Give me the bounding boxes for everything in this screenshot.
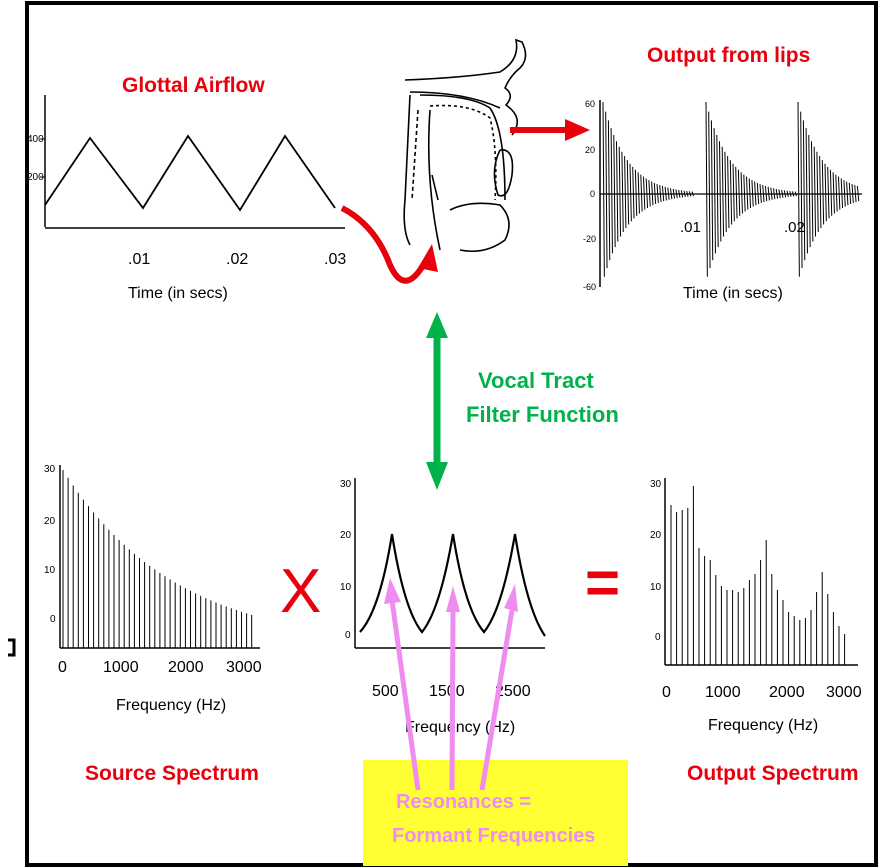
output-lips-ytick-neg60: -60 <box>583 282 596 292</box>
resonance-line1: Resonances = <box>396 791 531 813</box>
glottal-ytick-400: 400 <box>27 134 44 145</box>
source-ytick-20: 20 <box>44 516 56 527</box>
source-xtick-2000: 2000 <box>168 659 204 676</box>
output-spec-ytick-0: 0 <box>655 632 661 643</box>
output-spec-xlabel: Frequency (Hz) <box>708 717 818 734</box>
filter-xtick-1500: 1500 <box>429 683 465 700</box>
output-spectrum-plot: 30 20 10 0 0 1000 2000 3000 Frequency (H… <box>650 478 862 734</box>
filter-ytick-0: 0 <box>345 630 351 641</box>
output-lips-xlabel: Time (in secs) <box>683 285 783 302</box>
filter-xtick-500: 500 <box>372 683 399 700</box>
lips-to-output-arrow <box>510 119 590 141</box>
resonance-box <box>363 760 628 866</box>
vocal-tract-illustration <box>403 38 527 253</box>
filter-double-arrow <box>426 312 448 490</box>
filter-curve <box>359 533 546 637</box>
source-spectrum-plot: 30 20 10 0 0 1000 2000 3000 Frequency (H… <box>44 464 262 714</box>
glottal-ytick-200: 200 <box>27 172 44 183</box>
glottal-xtick-03: .03 <box>324 251 346 268</box>
source-xtick-3000: 3000 <box>226 659 262 676</box>
filter-label-line2: Filter Function <box>466 402 619 427</box>
output-lips-ytick-20: 20 <box>585 145 595 155</box>
filter-ytick-20: 20 <box>340 530 352 541</box>
source-spectrum-bars <box>62 470 253 648</box>
filter-xlabel: Frequency (Hz) <box>405 719 515 736</box>
source-ytick-10: 10 <box>44 565 56 576</box>
source-xtick-1000: 1000 <box>103 659 139 676</box>
output-spec-xtick-3000: 3000 <box>826 684 862 701</box>
glottal-xlabel: Time (in secs) <box>128 285 228 302</box>
source-xtick-0: 0 <box>58 659 67 676</box>
resonance-line2: Formant Frequencies <box>392 825 595 847</box>
source-ytick-30: 30 <box>44 464 56 475</box>
edge-mark <box>8 638 16 657</box>
glottal-title: Glottal Airflow <box>122 74 265 97</box>
multiply-sign: X <box>280 557 321 626</box>
output-spec-ytick-10: 10 <box>650 582 662 593</box>
output-spectrum-title: Output Spectrum <box>687 762 859 785</box>
output-spec-xtick-1000: 1000 <box>705 684 741 701</box>
output-spec-xtick-0: 0 <box>662 684 671 701</box>
output-spec-ytick-20: 20 <box>650 530 662 541</box>
source-xlabel: Frequency (Hz) <box>116 697 226 714</box>
filter-label-line1: Vocal Tract <box>478 368 594 393</box>
filter-xtick-2500: 2500 <box>495 683 531 700</box>
source-ytick-0: 0 <box>50 614 56 625</box>
equals-sign: = <box>585 549 620 616</box>
output-lips-title: Output from lips <box>647 44 810 67</box>
filter-ytick-10: 10 <box>340 582 352 593</box>
glottal-airflow-plot: Glottal Airflow 400 200 .01 .02 .03 Time… <box>27 74 346 302</box>
glottal-xtick-01: .01 <box>128 251 150 268</box>
output-lips-xtick-01: .01 <box>680 219 701 236</box>
output-lips-xtick-02: .02 <box>784 219 805 236</box>
source-spectrum-title: Source Spectrum <box>85 762 259 785</box>
output-spectrum-bars <box>670 486 846 665</box>
output-lips-waveform <box>602 101 860 277</box>
glottal-to-tract-arrow <box>340 205 438 284</box>
filter-spectrum-plot: 30 20 10 0 500 1500 2500 Frequency (Hz) <box>340 478 546 736</box>
filter-ytick-30: 30 <box>340 479 352 490</box>
resonance-arrows <box>384 578 518 791</box>
output-lips-ytick-neg20: -20 <box>583 234 596 244</box>
output-spec-xtick-2000: 2000 <box>769 684 805 701</box>
glottal-waveform <box>44 134 336 212</box>
output-lips-ytick-60: 60 <box>585 99 595 109</box>
glottal-xtick-02: .02 <box>226 251 248 268</box>
output-lips-ytick-0: 0 <box>590 189 595 199</box>
output-spec-ytick-30: 30 <box>650 479 662 490</box>
output-lips-plot: Output from lips 60 20 0 -20 -60 .01 .02… <box>583 44 862 302</box>
